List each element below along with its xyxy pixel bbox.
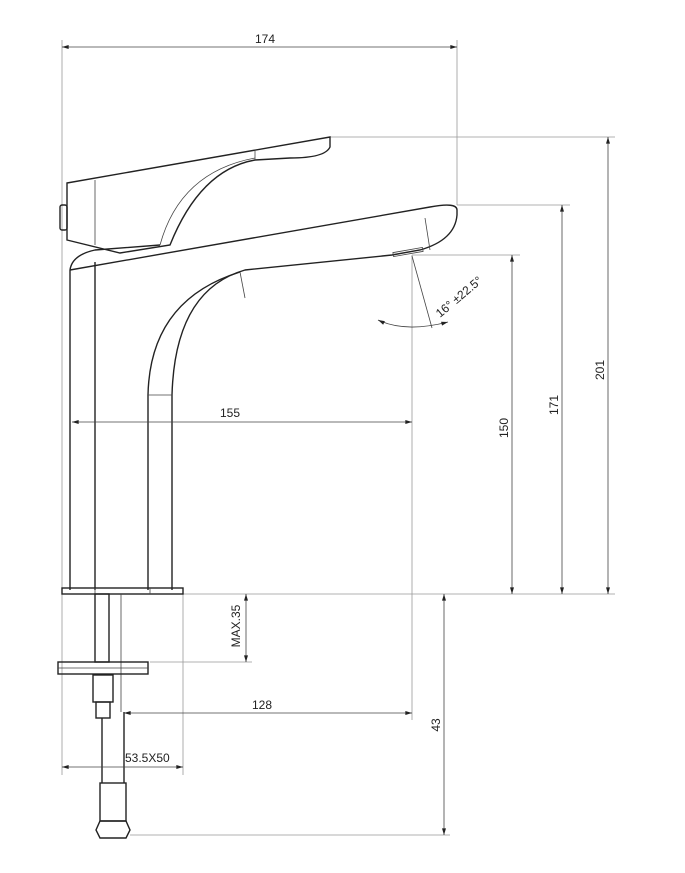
faucet-body xyxy=(57,136,458,839)
extension-lines xyxy=(61,40,615,836)
dim-overall-width: 174 xyxy=(255,32,275,46)
dim-reach-from-hole: 128 xyxy=(252,698,272,712)
dim-overall-height: 201 xyxy=(593,360,607,380)
dim-spout-reach: 155 xyxy=(220,406,240,420)
dim-base-size: 53.5X50 xyxy=(125,751,170,765)
dimension-lines xyxy=(62,45,610,835)
dim-below-counter: 43 xyxy=(429,718,443,732)
dim-max-thickness: MAX.35 xyxy=(229,604,243,647)
dim-outlet-height: 150 xyxy=(497,418,511,438)
dim-spout-height: 171 xyxy=(547,395,561,415)
dim-spray-angle: 16° ±22.5° xyxy=(433,273,485,320)
